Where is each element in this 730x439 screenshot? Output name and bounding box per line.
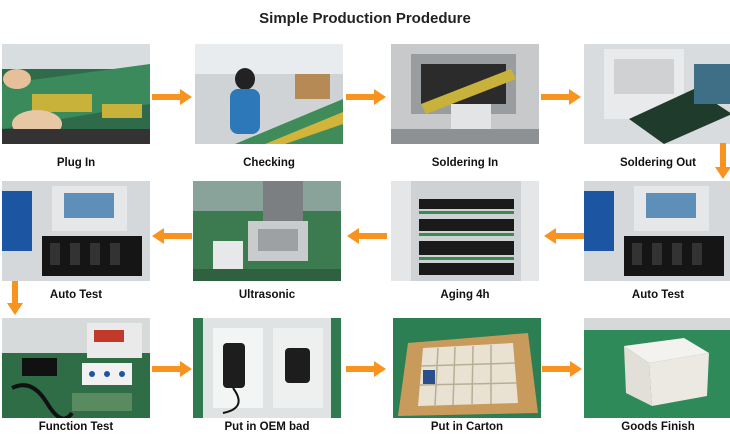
label-soldering-in: Soldering In xyxy=(431,157,499,169)
arrow-right-1 xyxy=(152,89,192,105)
photo-put-in-oem-bad xyxy=(193,318,341,418)
label-auto-test-left: Auto Test xyxy=(49,289,103,301)
arrow-left-3 xyxy=(152,228,192,244)
label-goods-finish: Goods Finish xyxy=(621,421,695,433)
photo-auto-test-left xyxy=(2,181,150,281)
photo-checking xyxy=(195,44,343,144)
diagram-title: Simple Production Prodedure xyxy=(259,10,471,27)
arrow-right-6 xyxy=(542,361,582,377)
label-put-in-oem-bad: Put in OEM bad xyxy=(224,421,310,433)
photo-plug-in xyxy=(2,44,150,144)
label-put-in-carton: Put in Carton xyxy=(430,421,504,433)
arrow-right-2 xyxy=(346,89,386,105)
arrow-right-4 xyxy=(152,361,192,377)
photo-goods-finish xyxy=(584,318,730,418)
photo-put-in-carton xyxy=(393,318,541,418)
label-aging-4h: Aging 4h xyxy=(440,289,490,301)
label-ultrasonic: Ultrasonic xyxy=(238,289,296,301)
photo-aging-4h xyxy=(391,181,539,281)
photo-soldering-in xyxy=(391,44,539,144)
photo-ultrasonic xyxy=(193,181,341,281)
arrow-right-3 xyxy=(541,89,581,105)
arrow-left-2 xyxy=(347,228,387,244)
photo-soldering-out xyxy=(584,44,730,144)
photo-auto-test-right xyxy=(584,181,730,281)
arrow-right-5 xyxy=(346,361,386,377)
arrow-down-left xyxy=(7,281,23,315)
label-function-test: Function Test xyxy=(38,421,114,433)
label-auto-test-right: Auto Test xyxy=(631,289,685,301)
label-checking: Checking xyxy=(243,157,295,169)
arrow-left-1 xyxy=(544,228,584,244)
label-soldering-out: Soldering Out xyxy=(619,157,697,169)
arrow-down-right xyxy=(715,143,730,179)
photo-function-test xyxy=(2,318,150,418)
label-plug-in: Plug In xyxy=(56,157,96,169)
